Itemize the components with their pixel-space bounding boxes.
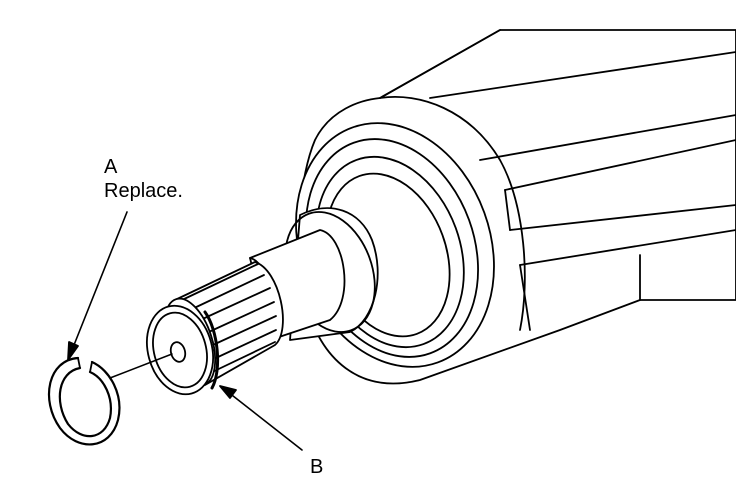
leader-arrow-a [67, 211, 128, 361]
leader-arrow-b [219, 385, 303, 451]
alignment-line [109, 353, 173, 379]
callout-a-letter: A [104, 156, 118, 178]
shaft-end-face [146, 304, 214, 396]
snap-ring-groove [203, 310, 220, 390]
callout-b-letter: B [310, 456, 324, 478]
callout-a-note: Replace. [104, 180, 183, 202]
snap-ring [47, 356, 121, 446]
